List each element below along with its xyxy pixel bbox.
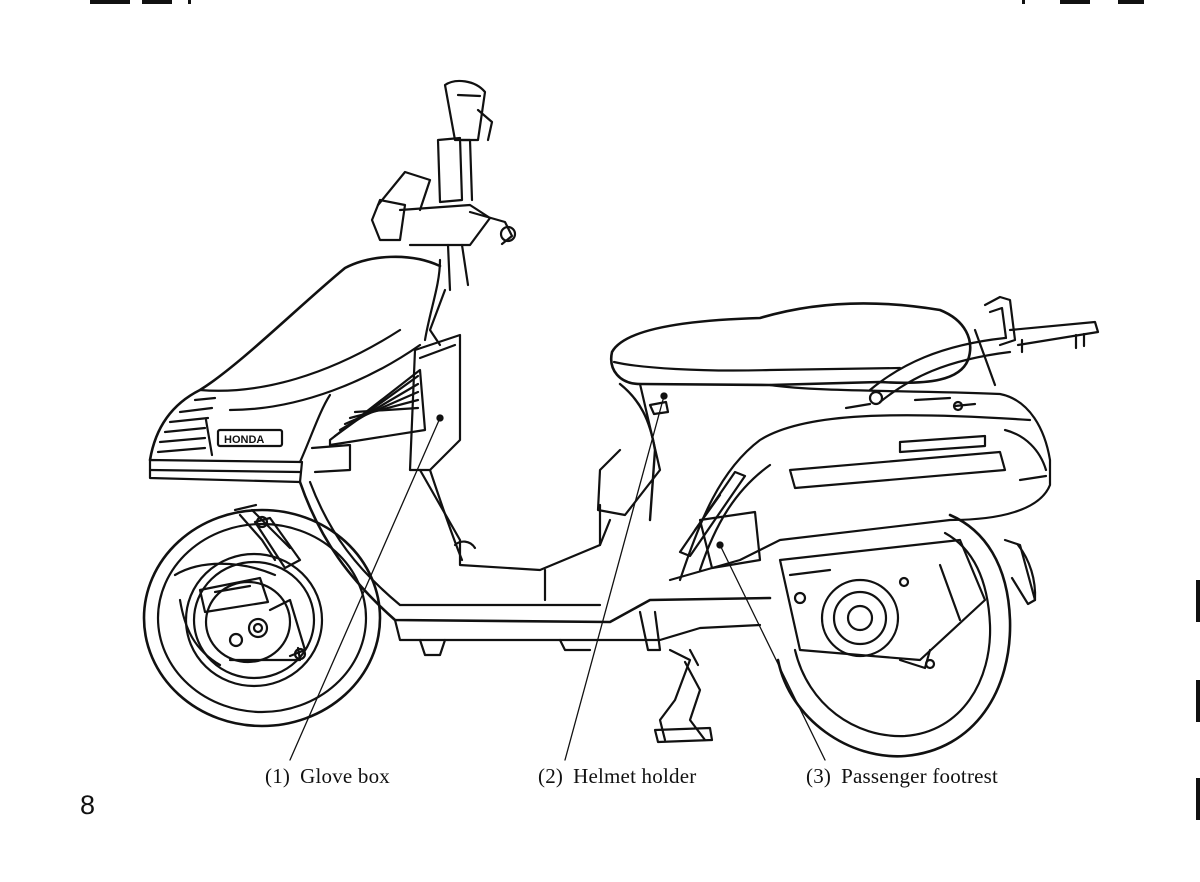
right-edge-tab-mark-3 [1196, 778, 1200, 820]
callout-text: Passenger footrest [841, 764, 999, 788]
helmet-holder-hook [648, 400, 670, 416]
leader-dot-1 [436, 414, 444, 422]
callout-number: (1) [265, 764, 291, 788]
handlebar-assembly [370, 79, 517, 347]
leader-line-2 [564, 395, 665, 761]
callout-glove-box: (1) Glove box [265, 766, 390, 787]
rear-wheel [776, 513, 1012, 758]
callout-text: Glove box [300, 764, 390, 788]
rear-body [596, 382, 1052, 582]
top-left-edge-mark [90, 0, 130, 4]
top-left-edge-mark-3 [188, 0, 191, 4]
frame-floor [298, 468, 772, 657]
callout-helmet-holder: (2) Helmet holder [538, 766, 696, 787]
callout-number: (2) [538, 764, 564, 788]
rear-carrier [868, 295, 1100, 406]
rear-mudflap [1003, 538, 1037, 606]
callout-passenger-footrest: (3) Passenger footrest [806, 766, 998, 787]
callout-number: (3) [806, 764, 832, 788]
front-wheel [142, 508, 382, 728]
top-right-edge-mark [1022, 0, 1025, 4]
page-number: 8 [80, 790, 96, 820]
front-shield: HONDA [148, 255, 462, 484]
right-edge-tab-mark [1196, 580, 1200, 622]
leader-dot-3 [716, 541, 724, 549]
front-fork [233, 503, 302, 570]
leader-line-1 [289, 417, 441, 761]
brand-plate: HONDA [224, 434, 264, 446]
right-edge-tab-mark-2 [1196, 680, 1200, 722]
top-left-edge-mark-2 [142, 0, 172, 4]
top-right-edge-mark-3 [1118, 0, 1144, 4]
leader-line-3 [719, 544, 826, 761]
seat [609, 301, 972, 387]
top-right-edge-mark-2 [1060, 0, 1090, 4]
center-stand [638, 610, 714, 744]
leader-dot-2 [660, 392, 668, 400]
callout-text: Helmet holder [573, 764, 697, 788]
callout-leaders [289, 392, 826, 761]
